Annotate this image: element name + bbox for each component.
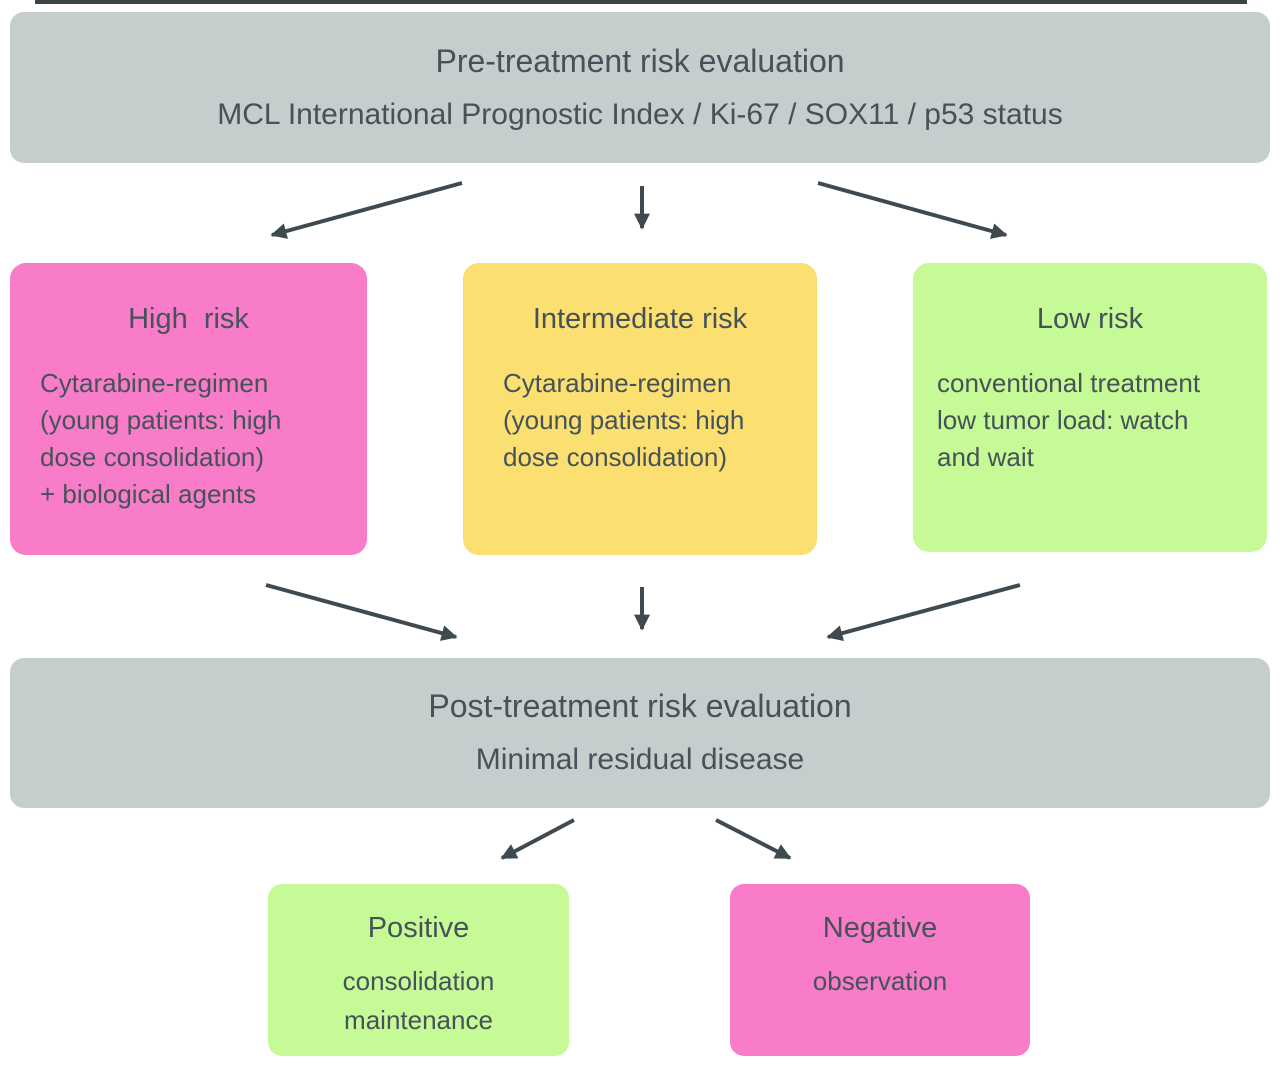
negative-outcome-box: Negative observation	[730, 884, 1030, 1056]
arrow-low-to-post	[826, 583, 1021, 641]
arrow-post-to-negative	[715, 818, 792, 860]
intermediate-risk-body: Cytarabine-regimen (young patients: high…	[503, 368, 745, 472]
high-risk-title: High risk	[128, 303, 249, 335]
intermediate-risk-box: Intermediate risk Cytarabine-regimen (yo…	[463, 263, 817, 555]
low-risk-title: Low risk	[1036, 303, 1144, 335]
intermediate-risk-title: Intermediate risk	[532, 303, 748, 335]
pre-treatment-title: Pre-treatment risk evaluation	[435, 42, 845, 79]
post-treatment-panel: Post-treatment risk evaluation Minimal r…	[10, 658, 1270, 808]
arrow-high-to-post	[265, 583, 458, 641]
negative-body: observation	[812, 966, 948, 996]
positive-outcome-box: Positive consolidation maintenance	[268, 884, 569, 1056]
low-risk-box: Low risk conventional treatment low tumo…	[913, 263, 1267, 552]
positive-title: Positive	[367, 912, 470, 944]
positive-body: consolidation maintenance	[342, 966, 495, 1035]
high-risk-box: High risk Cytarabine-regimen (young pati…	[10, 263, 367, 555]
high-risk-body: Cytarabine-regimen (young patients: high…	[40, 368, 282, 509]
arrow-post-to-positive	[500, 818, 575, 860]
low-risk-body: conventional treatment low tumor load: w…	[937, 368, 1201, 472]
negative-title: Negative	[822, 912, 938, 944]
top-border-line	[35, 0, 1247, 4]
arrow-pre-to-low	[817, 181, 1008, 239]
post-treatment-subtitle: Minimal residual disease	[475, 743, 805, 776]
pre-treatment-panel: Pre-treatment risk evaluation MCL Intern…	[10, 12, 1270, 163]
arrow-pre-to-high	[270, 181, 463, 239]
pre-treatment-subtitle: MCL International Prognostic Index / Ki-…	[217, 97, 1063, 131]
post-treatment-title: Post-treatment risk evaluation	[428, 688, 852, 724]
